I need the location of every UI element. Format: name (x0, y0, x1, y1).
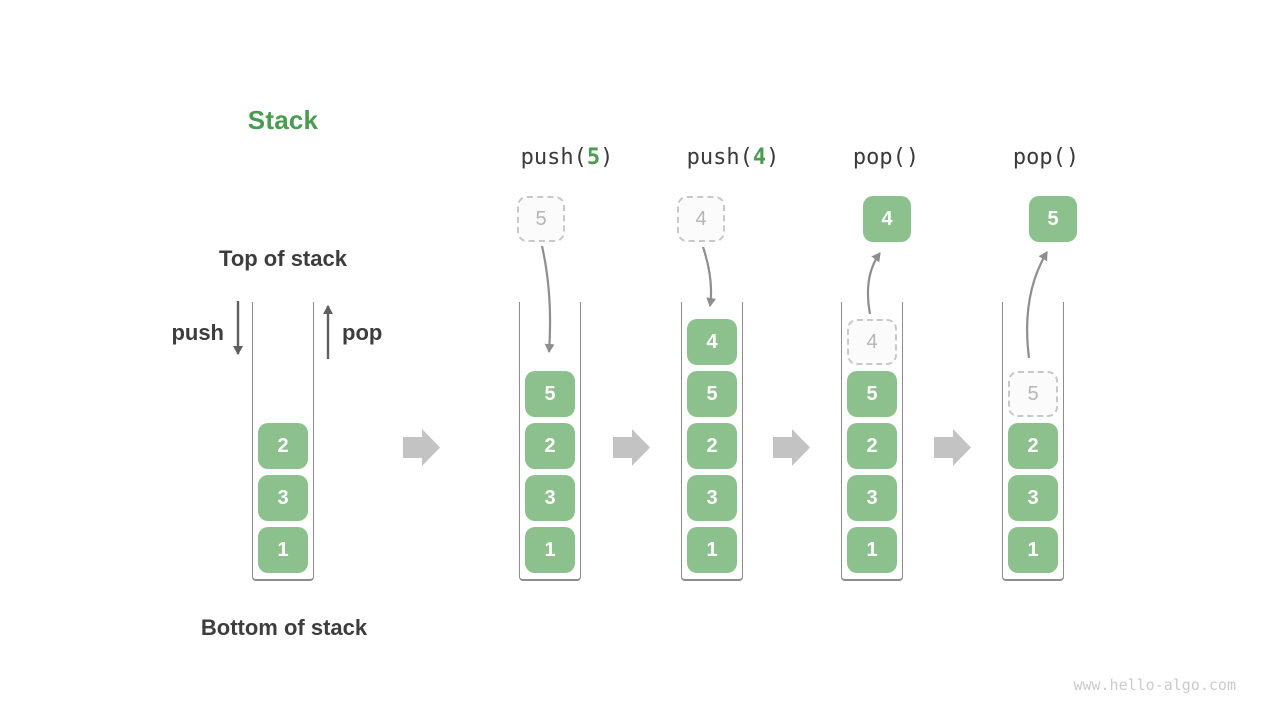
push4-curve-arrow-icon (701, 246, 717, 307)
stack-cell: 3 (687, 475, 737, 521)
stack-cell-ghost: 5 (1008, 371, 1058, 417)
stack-cell: 3 (525, 475, 575, 521)
op-label-text: ) (600, 145, 614, 170)
floating-value-pop-4: 4 (863, 196, 911, 242)
op-label-text: pop( (1012, 145, 1066, 170)
op-label-pop-first: pop() (786, 145, 986, 170)
stack-cell: 1 (525, 527, 575, 573)
stack-cell: 1 (258, 527, 308, 573)
stack-cell: 3 (1008, 475, 1058, 521)
stack-cell: 4 (687, 319, 737, 365)
op-label-text: ) (766, 145, 780, 170)
stack-cell: 2 (525, 423, 575, 469)
stack-cell: 5 (687, 371, 737, 417)
op-label-pop-second: pop() (946, 145, 1146, 170)
stack-cell: 3 (847, 475, 897, 521)
stack-cell: 3 (258, 475, 308, 521)
stack-cell: 5 (847, 371, 897, 417)
op-label-push-4: push(4) (633, 145, 833, 170)
stack-cell: 1 (847, 527, 897, 573)
stack-container-after-push-4: 4 5 2 3 1 (681, 302, 743, 581)
op-label-text: ) (905, 145, 920, 170)
stack-cell: 1 (1008, 527, 1058, 573)
stack-cell: 2 (258, 423, 308, 469)
floating-value-push-4: 4 (677, 196, 725, 242)
op-label-text: pop( (852, 145, 906, 170)
diagram-title: Stack (247, 105, 319, 135)
op-label-text: ) (1065, 145, 1080, 170)
stack-cell: 2 (1008, 423, 1058, 469)
transition-arrow-icon (403, 429, 440, 466)
op-label-arg: 4 (752, 145, 767, 170)
stack-cell-ghost: 4 (847, 319, 897, 365)
stack-cell: 5 (525, 371, 575, 417)
stack-cell: 2 (687, 423, 737, 469)
stack-container-initial: 2 3 1 (252, 302, 314, 581)
stack-container-after-push-5: 5 2 3 1 (519, 302, 581, 581)
stack-cell: 2 (847, 423, 897, 469)
floating-value-pop-5: 5 (1029, 196, 1077, 242)
stack-cell: 1 (687, 527, 737, 573)
transition-arrow-icon (613, 429, 650, 466)
transition-arrow-icon (773, 429, 810, 466)
transition-arrow-icon (934, 429, 971, 466)
top-of-stack-label: Top of stack (219, 246, 347, 271)
stack-container-after-pop-second: 5 2 3 1 (1002, 302, 1064, 581)
stack-container-after-pop-first: 4 5 2 3 1 (841, 302, 903, 581)
watermark: www.hello-algo.com (1073, 676, 1236, 694)
bottom-of-stack-label: Bottom of stack (200, 615, 368, 640)
op-label-push-5: push(5) (467, 145, 667, 170)
op-label-text: push( (686, 145, 753, 170)
pop-label: pop (342, 320, 383, 345)
op-label-arg: 5 (586, 145, 601, 170)
floating-value-push-5: 5 (517, 196, 565, 242)
push-label: push (171, 320, 224, 345)
op-label-text: push( (520, 145, 587, 170)
